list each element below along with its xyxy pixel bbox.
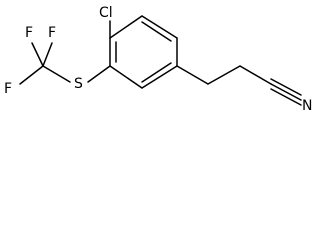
ring-bond-c3-c4 (141, 65, 178, 89)
ring-bond-c4-c5 (109, 65, 143, 89)
sulfur-atom-label: S (74, 76, 83, 92)
ring-inner-double-bond-top (141, 21, 172, 42)
nitrile-triple-bond-line-middle (270, 83, 302, 101)
chlorine-atom-label: Cl (99, 5, 113, 21)
bond-cf3-to-fluorine-top-right (42, 42, 53, 67)
chemical-structure-diagram: Cl S F F F N (4, 5, 312, 114)
fluorine-left-atom-label: F (4, 81, 12, 97)
fluorine-top-left-atom-label: F (25, 25, 33, 41)
bond-propyl-carbon-1-to-carbon-2 (207, 65, 241, 85)
benzene-ring (109, 15, 178, 89)
nitrile-triple-bond-line-upper (270, 78, 302, 96)
nitrile-nitrogen-atom-label: N (302, 98, 312, 114)
bond-propyl-carbon-2-to-nitrile-carbon (239, 65, 272, 85)
ring-bond-c6-c1 (109, 15, 143, 39)
bond-cf3-to-fluorine-left (19, 65, 44, 85)
bond-ring-to-sulfur (87, 65, 111, 83)
nitrile-triple-bond-line-lower (270, 88, 302, 106)
bond-ring-to-propyl-carbon-1 (176, 65, 209, 85)
fluorine-top-right-atom-label: F (48, 25, 56, 41)
bond-cf3-to-fluorine-top-left (31, 42, 44, 67)
ring-bond-c1-c2 (141, 15, 178, 39)
ring-inner-double-bond-bottom (141, 62, 172, 83)
bond-sulfur-to-cf3 (42, 65, 71, 83)
